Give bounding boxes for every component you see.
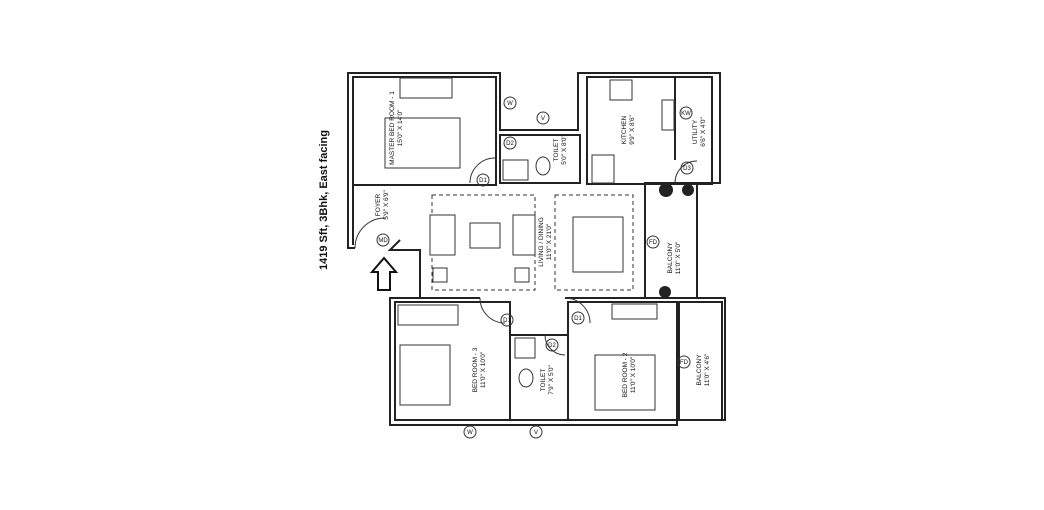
tag-fd-1: FD [649, 240, 658, 246]
living-dining-name: LIVING / DINING [538, 217, 545, 266]
bedroom-3-size: 11'0" X 10'0" [480, 351, 487, 388]
toilet-1-size: 5'0" X 8'0" [561, 135, 568, 165]
tag-d2: D2 [506, 141, 514, 147]
master-bedroom-name: MASTER BED ROOM - 1 [389, 91, 396, 165]
furniture [354, 77, 698, 411]
room-labels: MASTER BED ROOM - 115'0" X 14'0" TOILET5… [375, 91, 711, 398]
svg-text:UTILITY6'6" X 4'0": UTILITY6'6" X 4'0" [692, 117, 707, 147]
balcony-1-size: 11'0" X 5'0" [675, 241, 682, 274]
dining-area [554, 194, 634, 291]
living-dining-size: 11'0" X 21'0" [546, 223, 553, 260]
master-bedroom-size: 15'0" X 14'0" [397, 109, 404, 146]
bedroom-3-bed [399, 344, 451, 406]
bedroom-2-bed [594, 354, 656, 411]
tag-d3: D3 [683, 166, 691, 172]
tag-d2-toilet2: D2 [548, 343, 556, 349]
svg-text:TOILET5'0" X 8'0": TOILET5'0" X 8'0" [553, 135, 568, 165]
foyer-size: 5'9" X 6'9" [383, 190, 390, 220]
plan-title: 1419 Sft, 3Bhk, East facing [318, 130, 330, 270]
kitchen-size: 9'9" X 8'6" [629, 115, 636, 145]
toilet-2-size: 7'9" X 5'0" [548, 365, 555, 395]
balcony-1-name: BALCONY [667, 242, 674, 274]
tag-v: V [541, 116, 545, 122]
balcony-2-name: BALCONY [696, 354, 703, 386]
bedroom-2-name: BED ROOM - 2 [622, 352, 629, 397]
toilet-2-name: TOILET [540, 369, 547, 392]
kitchen-name: KITCHEN [621, 115, 628, 144]
bedroom-2-size: 11'0" X 10'0" [630, 356, 637, 393]
plant-icon [659, 183, 673, 197]
tag-w-bed3: W [467, 430, 473, 436]
svg-text:MASTER BED ROOM - 115'0" X 14': MASTER BED ROOM - 115'0" X 14'0" [389, 91, 404, 165]
sink [661, 99, 675, 131]
plant-icon [682, 184, 694, 196]
tag-d1: D1 [479, 178, 487, 184]
door-window-tags: W V D2 D1 KW D3 MD FD D1 D1 D2 FD W V [376, 96, 694, 439]
tag-d1-bed3: D1 [503, 318, 511, 324]
svg-text:LIVING / DINING11'0" X 21'0": LIVING / DINING11'0" X 21'0" [538, 217, 553, 266]
svg-text:TOILET7'9" X 5'0": TOILET7'9" X 5'0" [540, 365, 555, 395]
svg-text:KITCHEN9'9" X 8'6": KITCHEN9'9" X 8'6" [621, 115, 636, 145]
bedroom-3-name: BED ROOM - 3 [472, 347, 479, 392]
wc-1 [535, 156, 551, 176]
tag-md: MD [378, 238, 388, 244]
wc-2 [518, 368, 534, 388]
tag-kw: KW [681, 111, 691, 117]
svg-text:BED ROOM - 311'0" X 10'0": BED ROOM - 311'0" X 10'0" [472, 347, 487, 392]
utility-size: 6'6" X 4'0" [700, 117, 707, 147]
balcony-2-size: 11'0" X 4'6" [704, 353, 711, 386]
plant-icon [659, 286, 671, 298]
utility-name: UTILITY [692, 119, 699, 144]
stove [609, 79, 633, 101]
tag-fd-2: FD [680, 360, 689, 366]
dining-table [572, 216, 624, 273]
master-bed [384, 117, 461, 169]
svg-text:BALCONY11'0" X 5'0": BALCONY11'0" X 5'0" [667, 241, 682, 274]
svg-text:BED ROOM - 211'0" X 10'0": BED ROOM - 211'0" X 10'0" [622, 352, 637, 397]
walls [347, 72, 726, 426]
svg-text:FOYER5'9" X 6'9": FOYER5'9" X 6'9" [375, 190, 390, 220]
toilet-1-name: TOILET [553, 139, 560, 162]
tag-v-toilet2: V [534, 430, 538, 436]
foyer-name: FOYER [375, 194, 382, 217]
tag-d1-bed2: D1 [574, 316, 582, 322]
svg-text:BALCONY11'0" X 4'6": BALCONY11'0" X 4'6" [696, 353, 711, 386]
entry-arrow-icon [369, 256, 399, 291]
tag-w: W [507, 101, 513, 107]
